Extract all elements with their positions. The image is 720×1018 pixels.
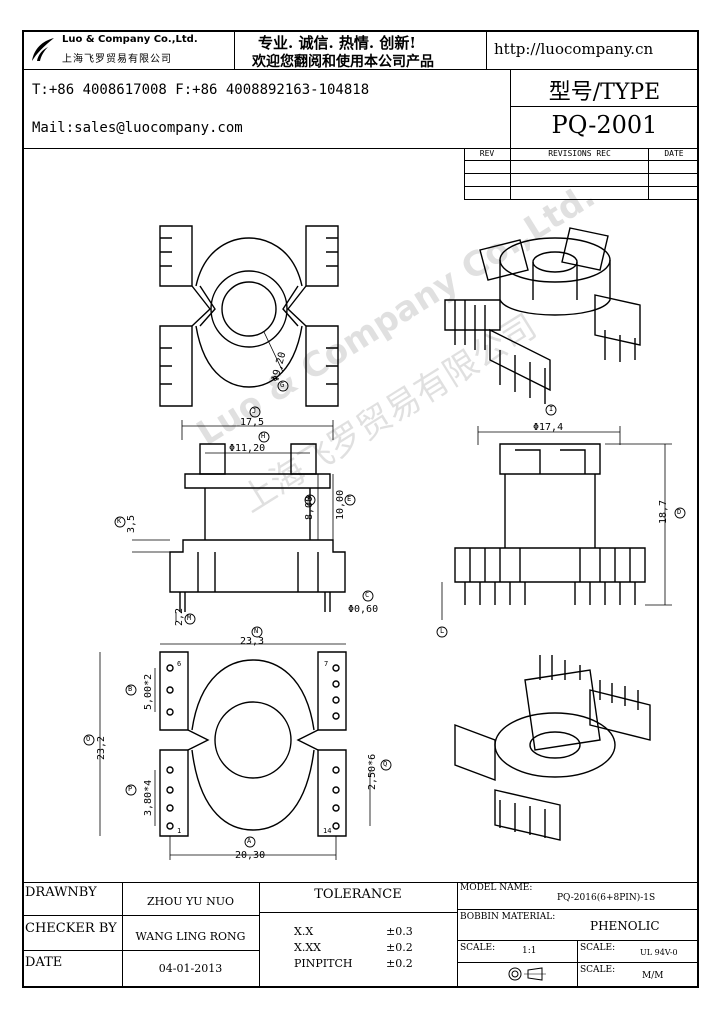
marker-q: Q	[383, 760, 388, 768]
slogan-line1: 专业. 诚信. 热情. 创新!	[258, 34, 416, 52]
checker-value: WANG LING RONG	[135, 930, 246, 943]
website-link[interactable]: http://luocompany.cn	[494, 40, 654, 58]
projection-symbol-icon	[508, 967, 546, 981]
front-inner-dia-label: Φ11,20	[229, 443, 266, 454]
marker-k: K	[117, 517, 122, 525]
rev-divider-2	[648, 148, 649, 200]
marker-g: G	[280, 381, 285, 389]
marker-a: A	[247, 837, 252, 845]
side-height-label: 18,7	[658, 499, 669, 524]
marker-c: C	[365, 591, 370, 599]
type-value-box: PQ-2001	[510, 106, 699, 149]
marker-n: N	[254, 627, 259, 635]
type-value: PQ-2001	[551, 111, 658, 139]
pin-number-6: 6	[177, 660, 182, 668]
front-left-dim-label: 3,5	[126, 514, 137, 533]
scale-label: SCALE:	[460, 943, 496, 953]
drawn-by-label: DRAWNBY	[25, 885, 97, 900]
revisions-table-frame	[464, 148, 699, 200]
rev-divider-1	[510, 148, 511, 200]
tol-row1-label: X.X	[294, 925, 314, 938]
type-label-box: 型号/TYPE	[510, 69, 699, 107]
contact-box: T:+86 4008617008 F:+86 4008892163-104818…	[22, 69, 511, 149]
scale3-value: M/M	[642, 971, 664, 981]
footer-hline-5	[457, 940, 699, 941]
footer-divider-4	[577, 940, 578, 988]
pitch1-label: 5,00*2	[143, 673, 154, 710]
material-label: BOBBIN MATERIAL:	[460, 912, 556, 922]
marker-e: E	[347, 495, 352, 503]
pin-number-14: 14	[323, 827, 332, 835]
marker-o: O	[86, 735, 91, 743]
marker-m: M	[187, 614, 192, 622]
pin-number-1: 1	[177, 827, 182, 835]
front-bottom-dim-label: 2,2	[174, 607, 185, 626]
rev-row-line-1	[464, 160, 699, 161]
front-height2-label: 10,00	[335, 489, 346, 520]
marker-j: J	[252, 407, 257, 415]
drawn-by-value: ZHOU YU NUO	[147, 895, 234, 908]
company-logo-box: Luo & Company Co.,Ltd. 上海飞罗贸易有限公司	[22, 30, 235, 70]
tol-row2-label: X.XX	[294, 941, 321, 954]
company-name-en: Luo & Company Co.,Ltd.	[62, 34, 198, 45]
footer-hline-3	[259, 912, 457, 913]
phone-fax-text: T:+86 4008617008 F:+86 4008892163-104818	[32, 82, 370, 98]
rev-row-line-2	[464, 173, 699, 174]
bottom-width-label: 23,3	[240, 636, 265, 647]
marker-i: I	[549, 405, 554, 413]
footer-hline-1	[22, 915, 259, 916]
rev-col-rec: REVISIONS REC	[548, 149, 611, 158]
front-width-label: 17,5	[240, 417, 265, 428]
slogan-line2: 欢迎您翻阅和使用本公司产品	[252, 54, 434, 70]
marker-f: F	[307, 495, 312, 503]
tol-row3-value: ±0.2	[386, 957, 413, 970]
website-box: http://luocompany.cn	[486, 30, 699, 70]
pin-dia-label: Φ0,60	[348, 604, 379, 615]
date-value: 04-01-2013	[158, 962, 223, 975]
scale2-label: SCALE:	[580, 943, 616, 953]
rev-col-date: DATE	[664, 149, 684, 158]
slogan-box: 专业. 诚信. 热情. 创新! 欢迎您翻阅和使用本公司产品	[234, 30, 487, 70]
side-width-label: Φ17,4	[533, 422, 564, 433]
marker-h: H	[261, 432, 266, 440]
marker-b: B	[128, 685, 133, 693]
material-value: PHENOLIC	[590, 919, 660, 933]
title-block	[22, 882, 699, 988]
model-name-value: PQ-2016(6+8PIN)-1S	[557, 893, 656, 903]
scale3-label: SCALE:	[580, 965, 616, 975]
pitch2-label: 3,80*4	[143, 779, 154, 816]
email-text[interactable]: Mail:sales@luocompany.com	[32, 120, 243, 136]
footer-hline-2	[22, 950, 259, 951]
date-label: DATE	[25, 955, 63, 970]
model-name-label: MODEL NAME:	[460, 883, 533, 893]
bottom-base-label: 20,30	[235, 850, 266, 861]
bottom-height-label: 23,2	[96, 735, 107, 760]
tolerance-label: TOLERANCE	[314, 887, 402, 902]
company-logo-icon	[32, 38, 54, 61]
pin-number-7: 7	[324, 660, 329, 668]
marker-l: L	[440, 627, 445, 635]
tol-row1-value: ±0.3	[386, 925, 413, 938]
tol-row3-label: PINPITCH	[294, 957, 353, 970]
marker-d: D	[677, 508, 682, 516]
rev-row-line-3	[464, 186, 699, 187]
footer-divider-1	[122, 882, 123, 988]
footer-hline-4	[457, 909, 699, 910]
type-label: 型号/TYPE	[548, 80, 661, 105]
footer-hline-6	[457, 962, 699, 963]
pitch3-label: 2,50*6	[367, 753, 378, 790]
scale-value: 1:1	[522, 946, 537, 956]
tol-row2-value: ±0.2	[386, 941, 413, 954]
footer-divider-2	[259, 882, 260, 988]
company-name-cn: 上海飞罗贸易有限公司	[62, 54, 172, 65]
rev-col-rev: REV	[479, 149, 495, 158]
scale2-value: UL 94V-0	[640, 948, 678, 957]
marker-p: P	[128, 785, 133, 793]
footer-divider-3	[457, 882, 458, 988]
checker-label: CHECKER BY	[25, 921, 117, 936]
drawing-frame	[22, 30, 699, 988]
